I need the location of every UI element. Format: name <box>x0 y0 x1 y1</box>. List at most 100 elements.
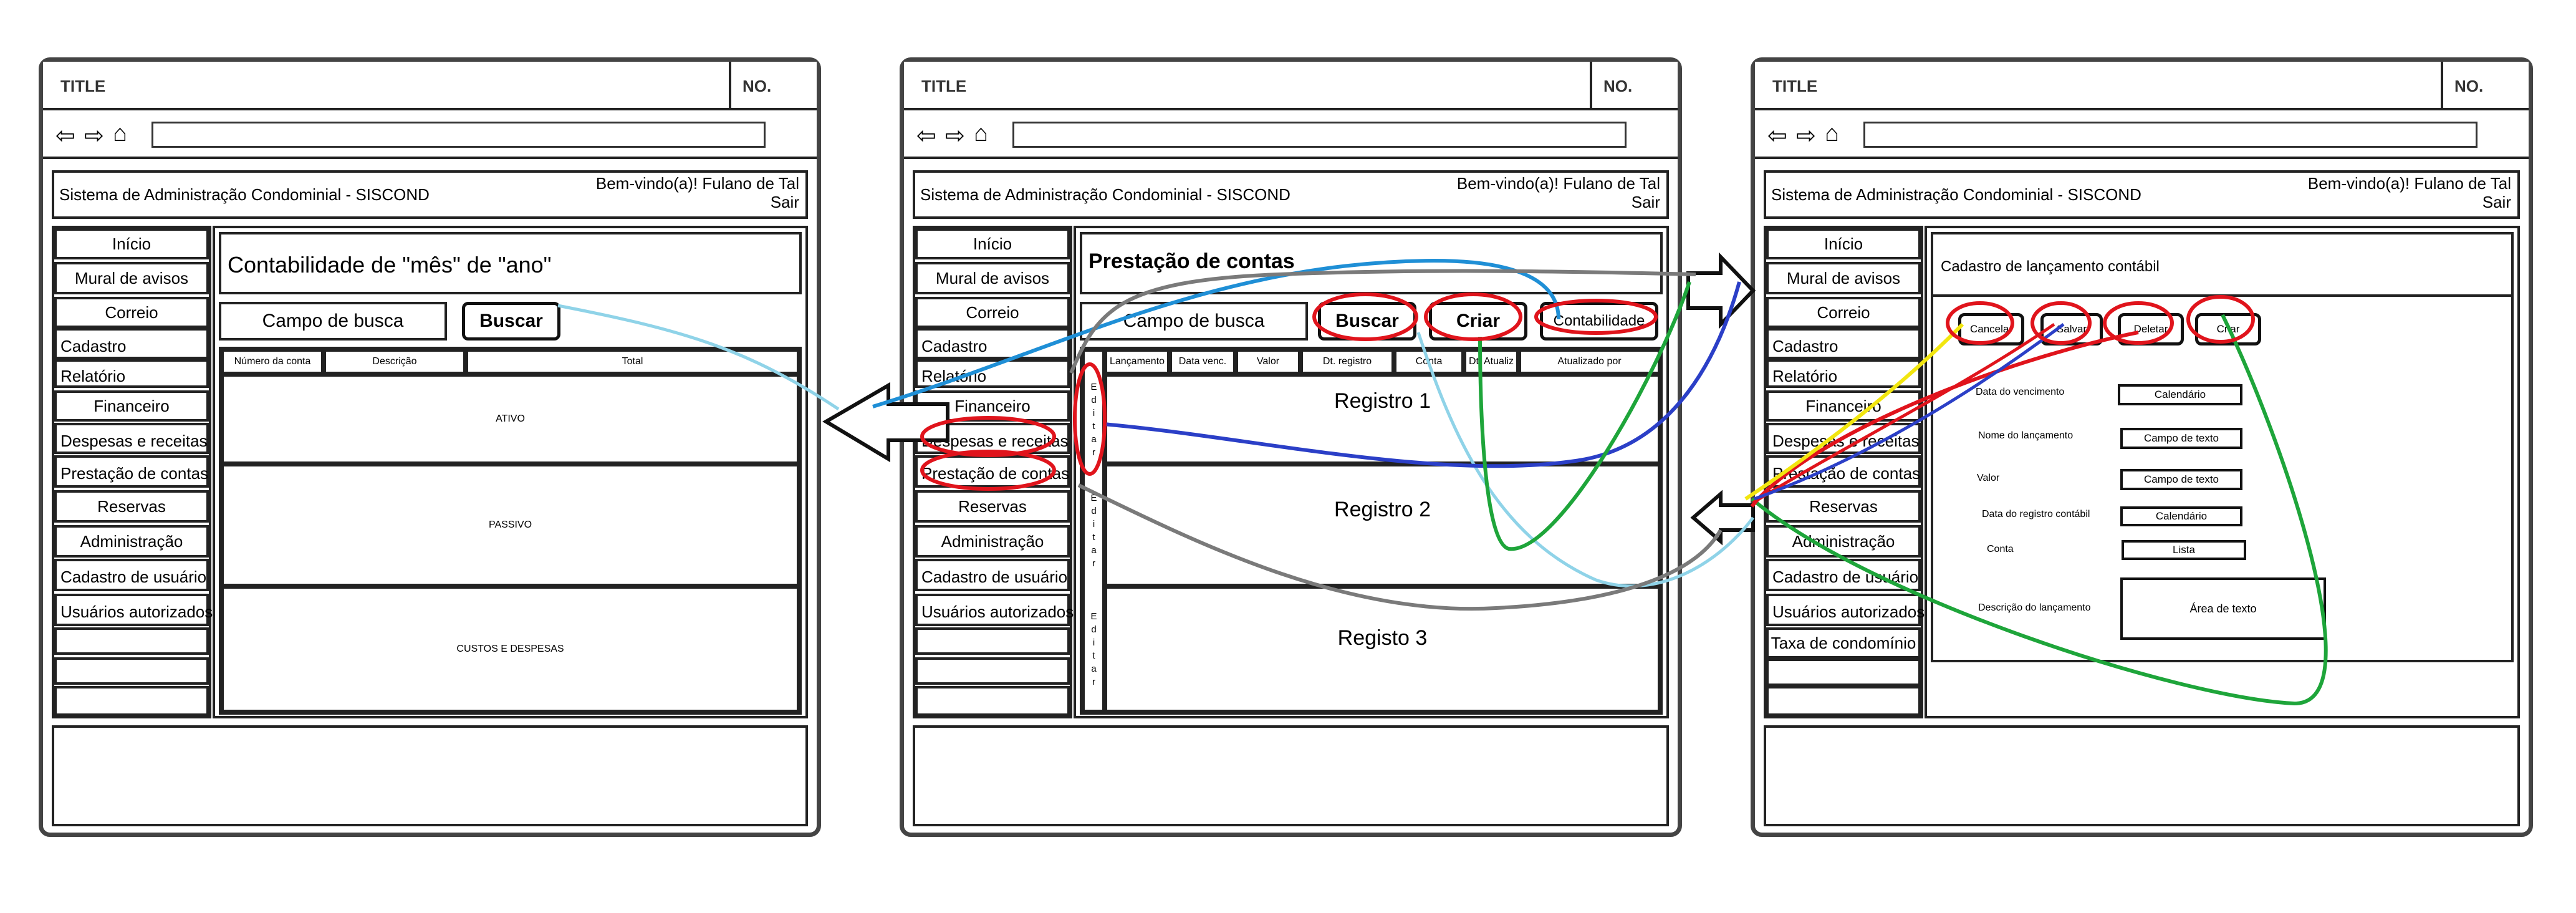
sidebar-item-prestacao[interactable]: Prestação de contas <box>1766 455 1921 488</box>
home-icon[interactable]: ⌂ <box>974 120 988 147</box>
search-button[interactable]: Buscar <box>1318 302 1416 341</box>
title-bar: TITLE NO. <box>904 62 1678 110</box>
edit-button[interactable]: Editar <box>1082 382 1105 465</box>
sidebar-item-relatorio[interactable]: Relatório <box>915 359 1070 388</box>
create-button[interactable]: Criar <box>2195 313 2261 345</box>
sidebar-item-financeiro[interactable]: Financeiro <box>1766 390 1921 422</box>
main-content: Cadastro de lançamento contábil Cancelar… <box>1925 226 2520 718</box>
sidebar-item-taxa-condominio[interactable]: Taxa de condomínio <box>1766 627 1921 659</box>
search-input[interactable]: Campo de busca <box>219 302 447 341</box>
sidebar-item-mural[interactable]: Mural de avisos <box>54 262 209 294</box>
record-date-calendar[interactable]: Calendário <box>2120 506 2242 526</box>
sidebar-item-inicio[interactable]: Início <box>1766 228 1921 259</box>
cancel-button[interactable]: Cancelar <box>1958 313 2024 345</box>
logout-link[interactable]: Sair <box>2482 193 2511 211</box>
edit-button[interactable]: Editar <box>1082 611 1105 694</box>
window-number: NO. <box>743 77 772 95</box>
sidebar-label: Relatório <box>1772 367 1838 385</box>
address-bar[interactable] <box>1863 122 2477 148</box>
window-title: TITLE <box>921 77 967 95</box>
value-field[interactable]: Campo de texto <box>2120 469 2242 490</box>
sidebar-item-usuarios-autorizados[interactable]: Usuários autorizados <box>915 594 1074 626</box>
sidebar-item-inicio[interactable]: Início <box>54 228 209 259</box>
logout-link[interactable]: Sair <box>770 193 799 211</box>
arrow-left-icon[interactable]: ⇦ <box>55 123 75 149</box>
sidebar-item-administracao[interactable]: Administração <box>1766 525 1921 558</box>
sidebar-item-despesas[interactable]: Despesas e receitas <box>54 423 209 454</box>
entry-name-field[interactable]: Campo de texto <box>2120 428 2242 449</box>
sidebar-empty-slot <box>915 657 1070 685</box>
create-button[interactable]: Criar <box>1429 302 1527 341</box>
arrow-right-icon[interactable]: ⇨ <box>945 123 965 149</box>
sidebar-item-reservas[interactable]: Reservas <box>1766 490 1921 523</box>
table-row[interactable]: Registro 1 <box>1105 374 1660 464</box>
home-icon[interactable]: ⌂ <box>113 120 127 147</box>
system-name: Sistema de Administração Condominial - S… <box>920 185 1290 204</box>
sidebar-item-prestacao[interactable]: Prestação de contas <box>54 455 209 488</box>
sidebar-item-inicio[interactable]: Início <box>915 228 1070 259</box>
sidebar-item-cadastro[interactable]: Cadastro <box>1766 328 1921 359</box>
table-row[interactable]: Registro 2 <box>1105 464 1660 586</box>
address-bar[interactable] <box>1012 122 1627 148</box>
sidebar-item-administracao[interactable]: Administração <box>54 525 209 558</box>
sidebar-item-cadastro[interactable]: Cadastro <box>54 328 209 359</box>
section-custos: CUSTOS E DESPESAS <box>221 586 799 712</box>
field-label: Nome do lançamento <box>1978 430 2074 441</box>
footer <box>52 725 808 826</box>
system-name: Sistema de Administração Condominial - S… <box>59 185 430 204</box>
sidebar-item-financeiro[interactable]: Financeiro <box>54 390 209 422</box>
wireframe-screen-accounting: TITLE NO. ⇦ ⇨ ⌂ Sistema de Administração… <box>39 57 821 837</box>
arrow-left-icon[interactable]: ⇦ <box>916 123 936 149</box>
sidebar-label: Cadastro de usuário <box>921 568 1068 586</box>
sidebar-item-relatorio[interactable]: Relatório <box>54 359 209 388</box>
sidebar-item-cadastro-usuario[interactable]: Cadastro de usuário <box>1766 559 1921 591</box>
browser-toolbar: ⇦ ⇨ ⌂ <box>1755 110 2529 159</box>
sidebar-item-prestacao[interactable]: Prestação de contas <box>915 455 1070 488</box>
address-bar[interactable] <box>151 122 766 148</box>
description-textarea[interactable]: Área de texto <box>2120 577 2326 640</box>
field-label: Data do vencimento <box>1976 387 2065 397</box>
home-icon[interactable]: ⌂ <box>1825 120 1839 147</box>
sidebar-item-correio[interactable]: Correio <box>915 297 1070 328</box>
main-content: Prestação de contas Campo de busca Busca… <box>1074 226 1669 718</box>
arrow-right-icon[interactable]: ⇨ <box>84 123 104 149</box>
sidebar-label: Despesas e receitas <box>1772 432 1920 450</box>
sidebar-label: Usuários autorizados <box>60 602 213 621</box>
sidebar-item-cadastro-usuario[interactable]: Cadastro de usuário <box>54 559 209 591</box>
due-date-calendar[interactable]: Calendário <box>2118 384 2242 405</box>
edit-button[interactable]: Editar <box>1082 493 1105 576</box>
accounting-button[interactable]: Contabilidade <box>1540 302 1658 341</box>
sidebar-item-relatorio[interactable]: Relatório <box>1766 359 1921 388</box>
window-number: NO. <box>2454 77 2484 95</box>
table-row[interactable]: Registo 3 <box>1105 586 1660 712</box>
sidebar-item-despesas[interactable]: Despesas e receitas <box>915 423 1070 454</box>
sidebar-item-usuarios-autorizados[interactable]: Usuários autorizados <box>54 594 213 626</box>
sidebar-item-usuarios-autorizados[interactable]: Usuários autorizados <box>1766 594 1925 626</box>
account-list[interactable]: Lista <box>2122 540 2246 560</box>
logout-link[interactable]: Sair <box>1631 193 1660 211</box>
welcome-text: Bem-vindo(a)! Fulano de Tal <box>1456 174 1660 193</box>
app-header: Sistema de Administração Condominial - S… <box>52 170 808 219</box>
sidebar-item-mural[interactable]: Mural de avisos <box>1766 262 1921 294</box>
sidebar-item-cadastro-usuario[interactable]: Cadastro de usuário <box>915 559 1070 591</box>
sidebar-item-despesas[interactable]: Despesas e receitas <box>1766 423 1921 454</box>
sidebar-item-reservas[interactable]: Reservas <box>54 490 209 523</box>
sidebar-item-correio[interactable]: Correio <box>54 297 209 328</box>
save-button[interactable]: Salvar <box>2040 313 2103 345</box>
sidebar-item-financeiro[interactable]: Financeiro <box>915 390 1070 422</box>
title-bar: TITLE NO. <box>1755 62 2529 110</box>
arrow-left-icon[interactable]: ⇦ <box>1767 123 1787 149</box>
sidebar-item-mural[interactable]: Mural de avisos <box>915 262 1070 294</box>
sidebar-item-reservas[interactable]: Reservas <box>915 490 1070 523</box>
sidebar-item-correio[interactable]: Correio <box>1766 297 1921 328</box>
arrow-right-icon[interactable]: ⇨ <box>1796 123 1816 149</box>
sidebar-item-cadastro[interactable]: Cadastro <box>915 328 1070 359</box>
app-header: Sistema de Administração Condominial - S… <box>1764 170 2520 219</box>
sidebar: Início Mural de avisos Correio Cadastro … <box>52 226 213 718</box>
field-label: Conta <box>1987 544 2014 554</box>
search-input[interactable]: Campo de busca <box>1080 302 1308 341</box>
edit-label: Editar <box>1089 611 1099 690</box>
delete-button[interactable]: Deletar <box>2118 313 2184 345</box>
search-button[interactable]: Buscar <box>462 302 560 341</box>
sidebar-item-administracao[interactable]: Administração <box>915 525 1070 558</box>
